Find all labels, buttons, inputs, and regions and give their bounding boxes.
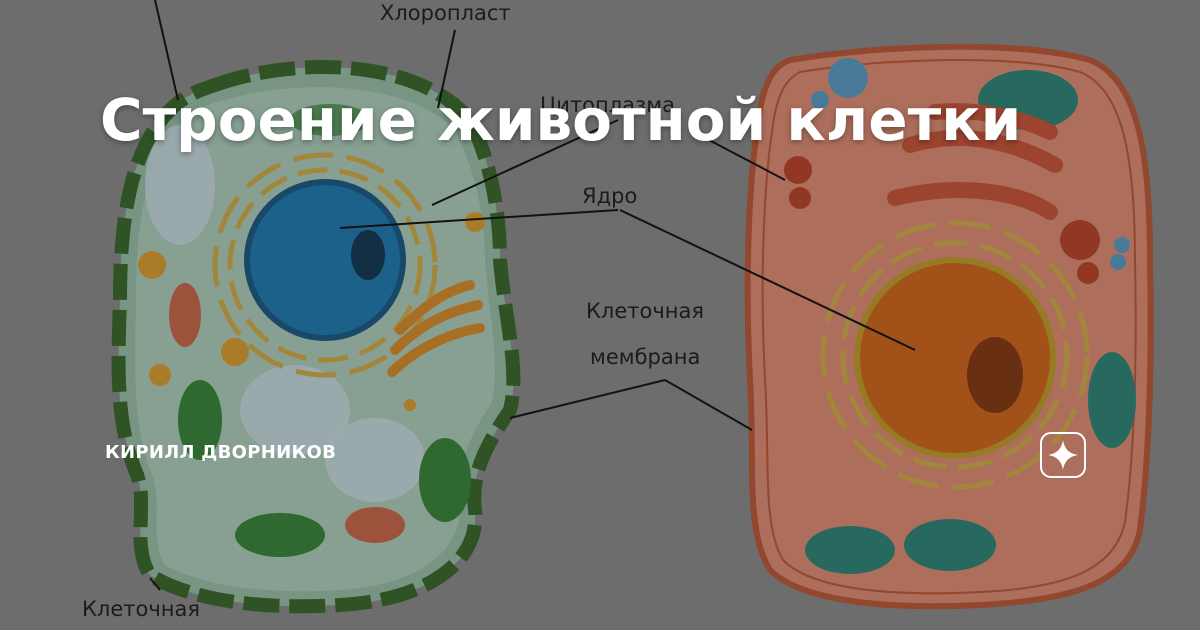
- mitochondrion: [805, 526, 895, 574]
- vesicle: [404, 399, 416, 411]
- author-name: КИРИЛЛ ДВОРНИКОВ: [105, 442, 337, 463]
- chloroplast: [290, 104, 370, 136]
- vacuole: [145, 125, 215, 245]
- vesicle: [138, 251, 166, 279]
- plant-nucleolus: [351, 230, 385, 280]
- chloroplast: [178, 380, 222, 460]
- plant-nucleus: [244, 179, 406, 341]
- sparkle-badge: [1040, 432, 1086, 478]
- golgi: [387, 280, 485, 377]
- leader-lines: [149, 0, 916, 591]
- er-ring: [212, 152, 438, 378]
- lysosome: [1060, 220, 1100, 260]
- sparkle-icon: [1048, 440, 1078, 470]
- label-nucleus: Ядро: [582, 184, 638, 208]
- animal-nucleolus: [967, 337, 1023, 413]
- golgi: [887, 103, 1063, 220]
- mitochondrion: [345, 507, 405, 543]
- vacuole: [325, 418, 425, 502]
- lysosome: [1077, 262, 1099, 284]
- vesicle: [1110, 254, 1126, 270]
- vesicle: [1114, 237, 1130, 253]
- vesicle: [811, 91, 829, 109]
- mitochondrion: [1088, 352, 1136, 448]
- lysosome: [784, 156, 812, 184]
- er-ring: [820, 220, 1090, 490]
- er-ring: [840, 240, 1070, 470]
- vesicle: [221, 338, 249, 366]
- label-chloroplast: Хлоропласт: [380, 1, 511, 25]
- label-cell-membrane-line2: мембрана: [590, 345, 701, 369]
- plant-cell: [111, 60, 521, 614]
- label-cell-membrane-line1: Клеточная: [586, 299, 704, 323]
- mitochondrion: [904, 519, 996, 571]
- vesicle: [465, 212, 485, 232]
- label-cytoplasm: Цитоплазма: [540, 93, 675, 117]
- page-title: Строение животной клетки: [100, 86, 1022, 154]
- vesicle: [149, 364, 171, 386]
- chloroplast: [419, 438, 471, 522]
- animal-cell: [744, 43, 1154, 610]
- animal-cell-membrane-inner: [761, 58, 1137, 595]
- lysosome: [789, 187, 811, 209]
- chloroplast: [235, 513, 325, 557]
- vesicle: [828, 58, 868, 98]
- label-cell-wall-partial: Клеточная: [82, 597, 200, 621]
- mitochondrion: [169, 283, 201, 347]
- er-ring: [227, 167, 423, 363]
- vacuole: [240, 365, 350, 455]
